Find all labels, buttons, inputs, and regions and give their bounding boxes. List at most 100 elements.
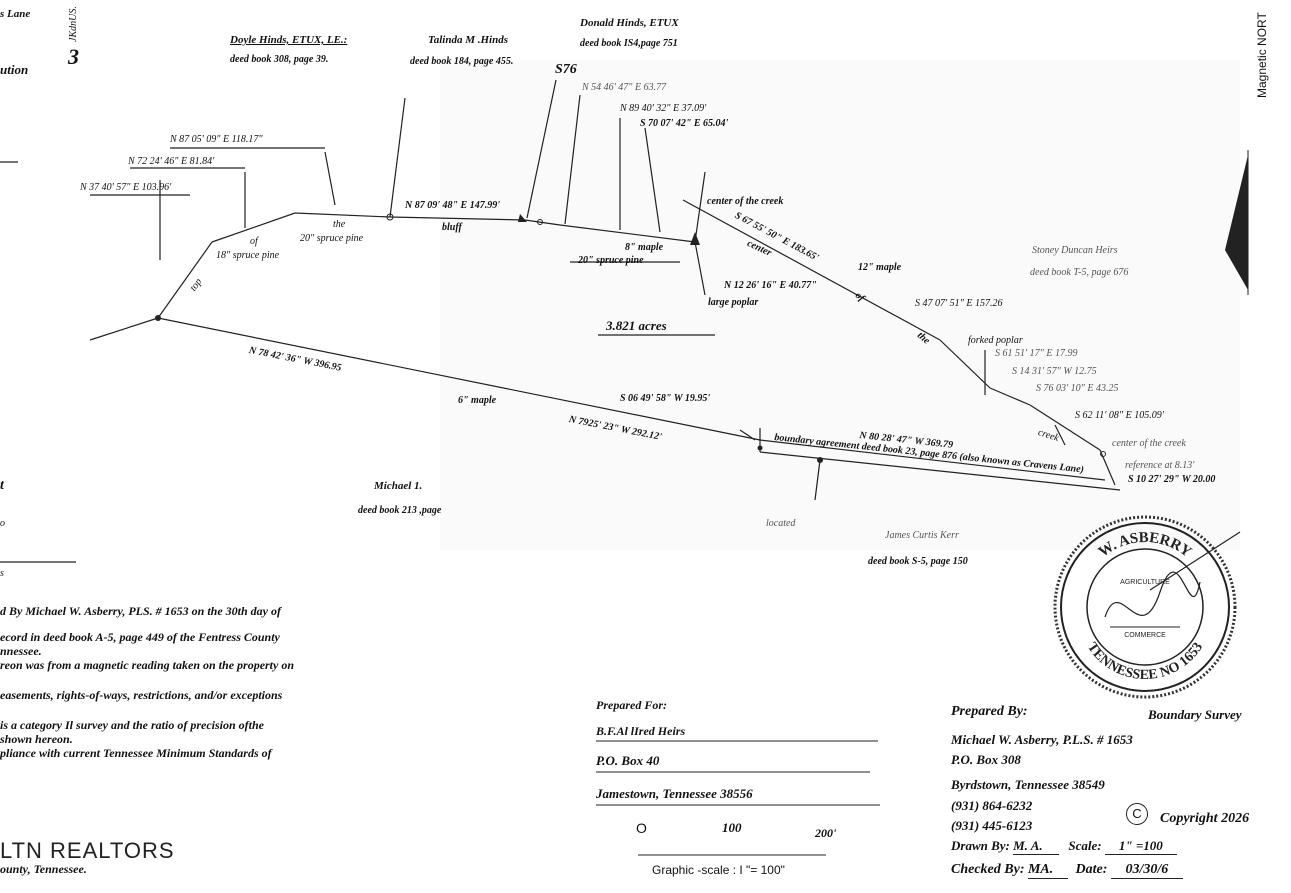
- survey-notes: d By Michael W. Asberry, PLS. # 1653 on …: [0, 604, 294, 760]
- county-fragment: ounty, Tennessee.: [0, 862, 87, 876]
- feature-forked-poplar: forked poplar: [968, 335, 1023, 346]
- o-fragment: o: [0, 518, 5, 529]
- prepared-for-name: B.F.Al lIred Heirs: [596, 724, 686, 738]
- owner-talinda-name: Talinda M .Hinds: [428, 34, 508, 46]
- drawn-by-value: M. A.: [1013, 838, 1060, 855]
- note-line-4: reon was from a magnetic reading taken o…: [0, 658, 295, 672]
- scale-caption: Graphic -scale : I "= 100": [652, 863, 785, 877]
- feature-spruce-20b: 20" spruce pine: [578, 255, 644, 266]
- scan-shade: [440, 60, 1240, 550]
- north-arrow-icon: [1225, 155, 1248, 290]
- bearing-5: N 54 46' 47" E 63.77: [582, 82, 667, 93]
- survey-point-located: [817, 457, 823, 463]
- boundary-agreement-line-upper: [759, 439, 1106, 481]
- vertical-text: JKdnUS.: [68, 6, 79, 42]
- note-line-2: ecord in deed book A-5, page 449 of the …: [0, 630, 280, 644]
- note-line-7: shown hereon.: [0, 732, 73, 746]
- date-label: Date:: [1075, 862, 1108, 877]
- checked-by-label: Checked By:: [951, 862, 1025, 877]
- poplar-tie-line: [694, 241, 706, 296]
- owner-michael-deed: deed book 213 ,page: [358, 505, 442, 516]
- surveyor-seal: W. ASBERRY TENNESSEE NO 1653 AGRICULTURE…: [1053, 515, 1241, 699]
- date-value: 03/30/6: [1110, 862, 1183, 879]
- bearing-3: N 37 40' 57" E 103.96': [80, 182, 172, 193]
- feature-maple-12: 12" maple: [858, 262, 902, 273]
- creek-line-4: [1029, 404, 1101, 451]
- adjoining-line-east: [694, 171, 706, 243]
- owner-james-name: James Curtis Kerr: [885, 530, 959, 541]
- adjoining-line-s76: [526, 79, 557, 219]
- located-tie-line: [814, 459, 821, 501]
- bearing-13: S 76 03' 10" E 43.25: [1036, 383, 1119, 394]
- bearing-7: S 70 07' 42" E 65.04': [640, 118, 729, 129]
- prepared-for-city: Jamestown, Tennessee 38556: [596, 786, 753, 801]
- copyright-text: Copyright 2026: [1160, 811, 1250, 826]
- feature-bluff: bluff: [442, 222, 462, 233]
- bearing-17: S 06 49' 58" W 19.95': [620, 393, 711, 404]
- watermark-logo: LTN REALTORS: [0, 838, 175, 863]
- prepared-by-name: Michael W. Asberry, P.L.S. # 1653: [951, 732, 1133, 747]
- note-line-3: nnessee.: [0, 644, 42, 658]
- feature-spruce-18: 18" spruce pine: [216, 250, 280, 261]
- bearing-19: S 10 27' 29" W 20.00: [1128, 474, 1216, 485]
- lane-fragment: s Lane: [0, 8, 31, 20]
- t-fragment: t: [0, 478, 4, 493]
- leader-b14: [1054, 424, 1066, 446]
- survey-point-southwest: [155, 315, 161, 321]
- feature-the-1: the: [333, 219, 346, 230]
- north-boundary-seg3: [389, 216, 526, 221]
- bearing-14: S 62 11' 08" E 105.09': [1075, 410, 1164, 421]
- scale-value: 1" =100: [1104, 838, 1177, 855]
- seal-commerce: COMMERCE: [1124, 632, 1166, 639]
- feature-of-1: of: [250, 236, 258, 247]
- leader-b17: [739, 429, 756, 441]
- creek-line-2: [939, 339, 991, 389]
- feature-large-poplar: large poplar: [708, 297, 759, 308]
- owner-doyle-deed: deed book 308, page 39.: [230, 54, 329, 65]
- owner-talinda-deed: deed book 184, page 455.: [410, 56, 514, 67]
- north-boundary-seg5: [559, 224, 696, 243]
- prepared-for-box: P.O. Box 40: [596, 753, 660, 768]
- s-fragment: s: [0, 568, 4, 579]
- owner-stoney-name: Stoney Duncan Heirs: [1032, 245, 1118, 256]
- survey-point-tree: [690, 232, 700, 245]
- located-label: located: [766, 518, 796, 529]
- owner-stoney-deed: deed book T-5, page 676: [1030, 267, 1129, 278]
- seal-signature: [1104, 571, 1201, 618]
- note-line-5: easements, rights-of-ways, restrictions,…: [0, 688, 283, 702]
- note-line-8: pliance with current Tennessee Minimum S…: [0, 746, 272, 760]
- survey-point-s76: [537, 219, 543, 225]
- checked-by-row: Checked By: MA. Date: 03/30/6: [951, 862, 1183, 879]
- bearing-4: N 87 09' 48" E 147.99': [405, 200, 500, 211]
- prepared-for-label: Prepared For:: [596, 698, 667, 712]
- creek-line: [682, 199, 941, 341]
- owner-donald-deed: deed book IS4,page 751: [580, 38, 678, 49]
- owner-doyle-name: Doyle Hinds, ETUX, LE.:: [230, 34, 348, 46]
- bearing-9: N 12 26' 16" E 40.77": [724, 280, 817, 291]
- svg-text:W. ASBERRY: W. ASBERRY: [1096, 530, 1194, 561]
- ution-fragment: ution: [0, 62, 29, 77]
- feature-acres: 3.821 acres: [606, 318, 667, 333]
- s76-label: S76: [555, 62, 577, 77]
- seal-top-text: W. ASBERRY: [1096, 530, 1194, 561]
- feature-spruce-20a: 20" spruce pine: [300, 233, 364, 244]
- feature-reference: reference at 8.13': [1125, 460, 1195, 471]
- owner-donald-name: Donald Hinds, ETUX: [580, 17, 679, 29]
- adjoining-line-talinda: [389, 97, 406, 218]
- west-boundary-top: [157, 241, 213, 319]
- creek-line-5: [1099, 449, 1116, 486]
- bearing-12: S 14 31' 57" W 12.75: [1012, 366, 1097, 377]
- scale-200: 200': [815, 826, 837, 840]
- phone-1: (931) 864-6232: [951, 798, 1033, 813]
- copyright-icon: C: [1126, 803, 1148, 825]
- seal-agriculture: AGRICULTURE: [1120, 579, 1170, 586]
- creek-line-3: [989, 387, 1031, 406]
- magnetic-north-label: Magnetic NORT: [1255, 12, 1269, 98]
- feature-center-creek-2: center of the creek: [1112, 438, 1186, 449]
- phone-2: (931) 445-6123: [951, 818, 1033, 833]
- note-line-6: is a category Il survey and the ratio of…: [0, 718, 264, 732]
- scale-100: 100: [722, 820, 742, 835]
- feature-maple-6: 6" maple: [458, 395, 497, 406]
- west-extension-line: [89, 317, 159, 341]
